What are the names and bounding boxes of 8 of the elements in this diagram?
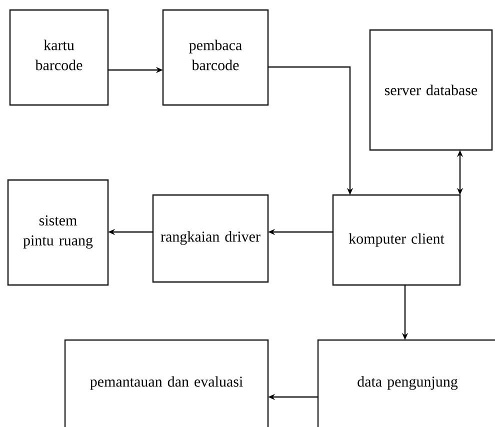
process-box: pemantauan dan evaluasi <box>64 339 269 427</box>
process-box: kartu barcode <box>9 9 109 106</box>
process-box: komputer client <box>332 194 461 286</box>
process-box: rangkaian driver <box>152 194 269 283</box>
process-box: server database <box>369 29 493 151</box>
process-box: sistem pintu ruang <box>7 179 109 286</box>
process-box: data pengunjung <box>317 339 495 427</box>
process-box: pembaca barcode <box>162 9 269 106</box>
